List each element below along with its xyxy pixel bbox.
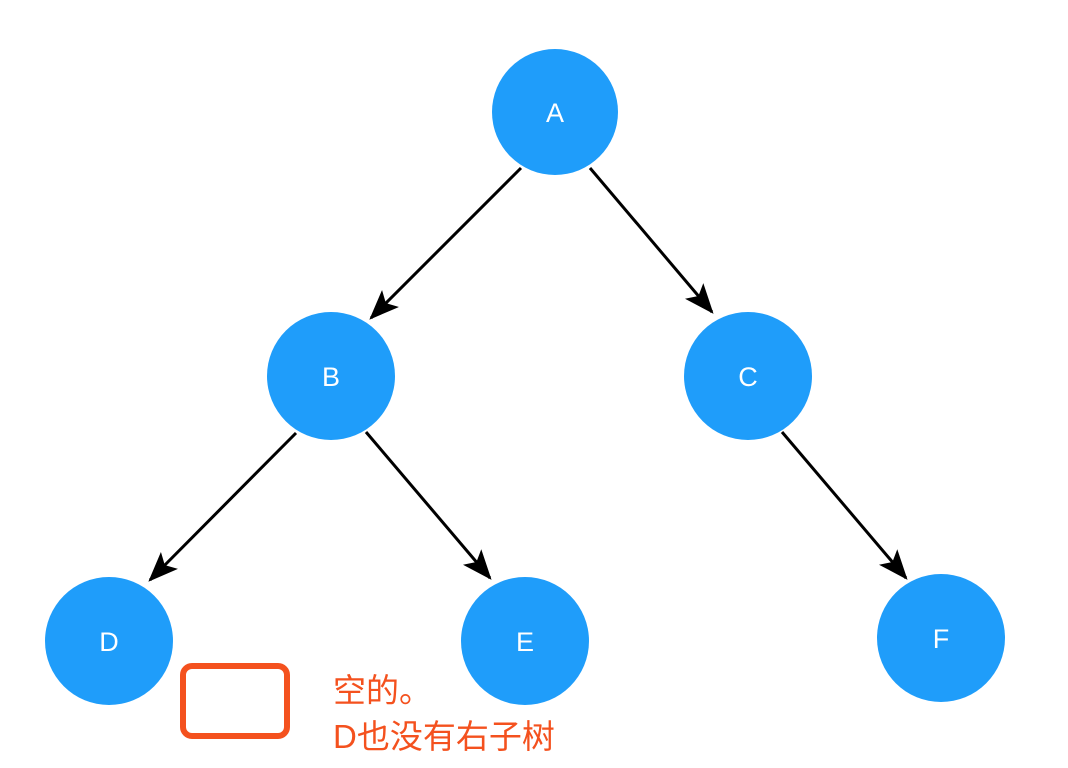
node-label-b: B (322, 362, 340, 392)
node-circle-f (877, 574, 1005, 702)
tree-node-f[interactable]: F (877, 574, 1005, 702)
annotation-line-2: D也没有右子树 (333, 718, 555, 755)
edge-a-to-c (588, 167, 714, 314)
node-label-d: D (99, 627, 119, 657)
annotation-group: 空的。 D也没有右子树 (180, 663, 555, 755)
node-circle-a (492, 49, 618, 175)
edge-c-to-f (780, 431, 908, 580)
tree-node-d[interactable]: D (45, 577, 173, 705)
node-label-c: C (738, 362, 758, 392)
edge-b-to-e (364, 431, 492, 580)
node-circle-e (461, 577, 589, 705)
node-circle-b (267, 312, 395, 440)
empty-subtree-placeholder-box (180, 663, 290, 739)
node-label-f: F (933, 624, 950, 654)
edge-b-to-d (148, 431, 298, 582)
node-circle-d (45, 577, 173, 705)
node-label-e: E (516, 627, 534, 657)
edge-a-to-b (369, 166, 523, 320)
node-label-a: A (546, 98, 564, 128)
nodes-group: A B C D E F (45, 49, 1005, 705)
tree-node-e[interactable]: E (461, 577, 589, 705)
edges-group (148, 166, 908, 582)
tree-node-b[interactable]: B (267, 312, 395, 440)
annotation-line-1: 空的。 (333, 672, 432, 709)
node-circle-c (684, 312, 812, 440)
tree-node-a[interactable]: A (492, 49, 618, 175)
tree-node-c[interactable]: C (684, 312, 812, 440)
